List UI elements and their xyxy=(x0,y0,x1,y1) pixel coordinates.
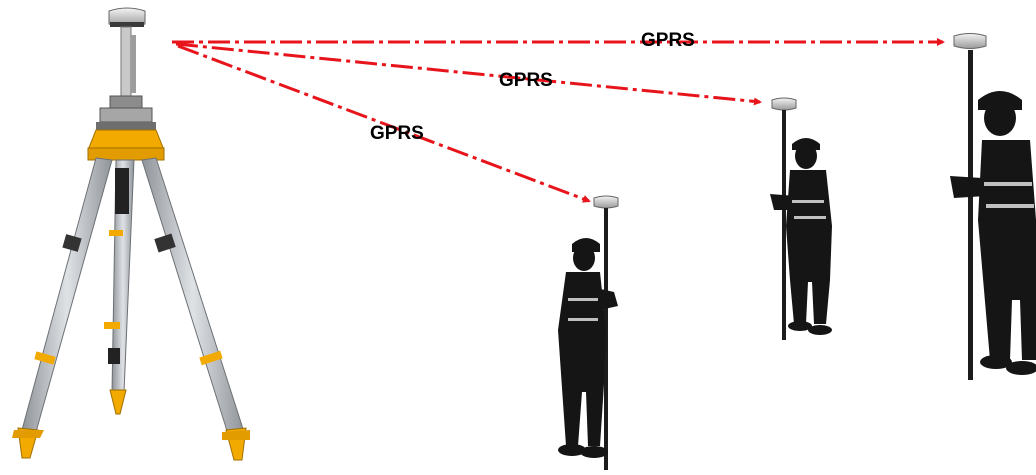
surveyor-rover-icon xyxy=(950,33,1036,380)
gprs-link-near xyxy=(177,44,591,203)
gprs-label-far: GPRS xyxy=(641,30,695,51)
gprs-link-middle xyxy=(175,42,762,106)
surveyor-rover-icon xyxy=(770,97,832,340)
surveyor-rover-icon xyxy=(558,195,619,470)
gprs-label-near: GPRS xyxy=(370,123,424,144)
base-station-icon xyxy=(12,7,250,461)
gprs-label-middle: GPRS xyxy=(499,70,553,91)
